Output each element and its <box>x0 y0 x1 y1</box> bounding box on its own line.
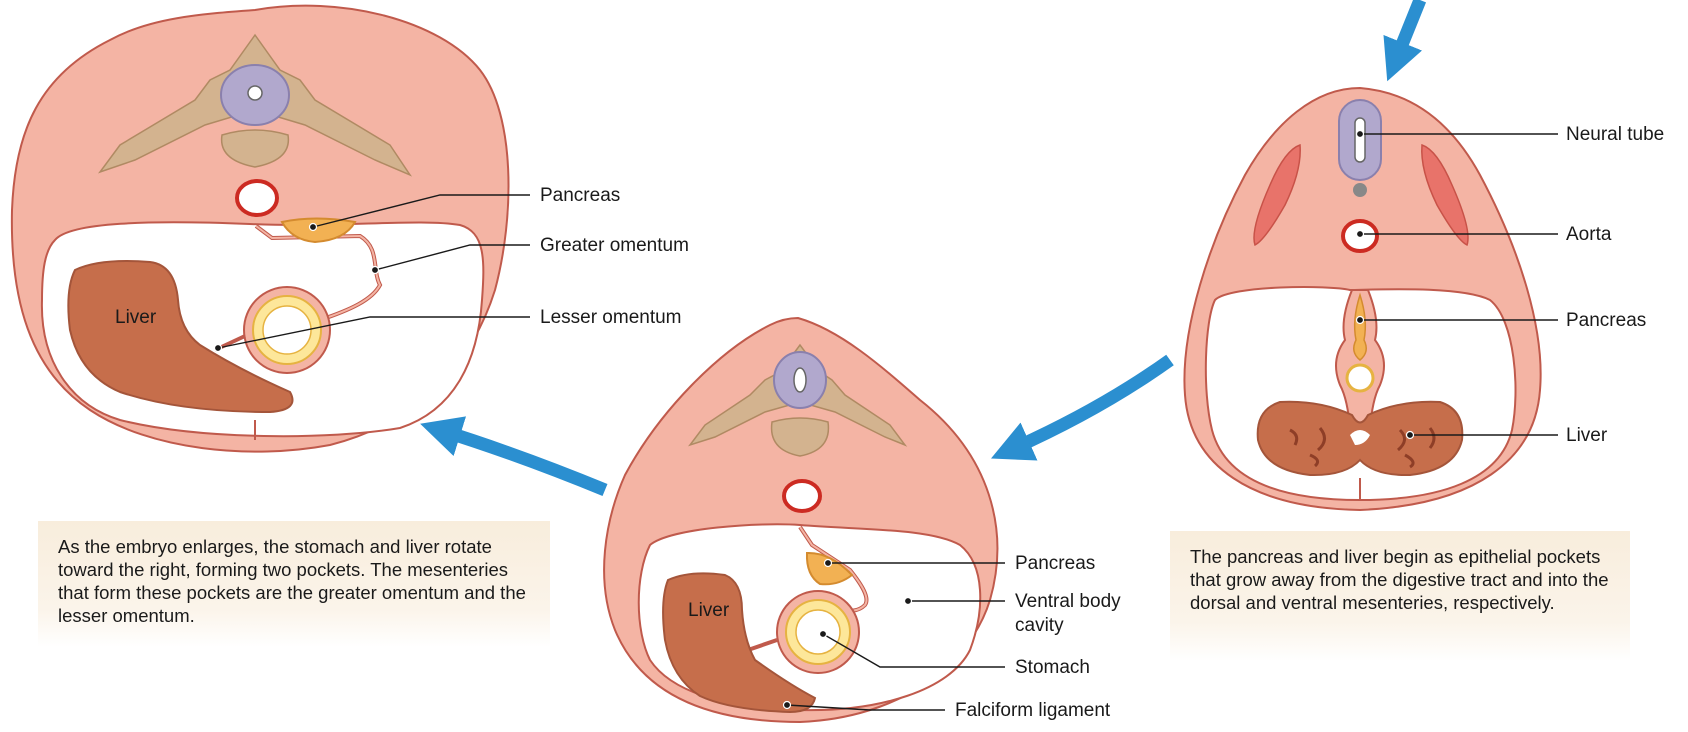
middle-central-canal <box>794 368 806 392</box>
right-neural-tube-dot <box>1357 131 1364 138</box>
left-lesser-omentum-label: Lesser omentum <box>540 307 682 328</box>
arrow-top-down <box>1395 0 1420 62</box>
middle-ventral-body-cavity-line2: cavity <box>1015 615 1064 636</box>
left-lesser-omentum-dot <box>215 345 222 352</box>
middle-ventral-body-cavity-dot <box>905 598 912 605</box>
left-liver-label: Liver <box>115 307 157 328</box>
left-greater-omentum-label: Greater omentum <box>540 235 689 256</box>
middle-pancreas-dot <box>825 560 832 567</box>
left-cross-section <box>12 6 509 452</box>
right-cross-section <box>1184 88 1540 510</box>
left-pancreas-label: Pancreas <box>540 185 620 206</box>
middle-ventral-body-cavity-label: Ventral body cavity <box>1015 591 1126 636</box>
middle-stomach-dot <box>820 631 827 638</box>
right-liver-dot <box>1407 432 1414 439</box>
left-pancreas-dot <box>310 224 317 231</box>
arrow-middle-to-left <box>440 430 605 490</box>
right-pancreas-dot <box>1357 317 1364 324</box>
right-gut-tube <box>1347 365 1373 391</box>
middle-aorta <box>784 481 820 511</box>
middle-falciform-dot <box>784 702 791 709</box>
right-liver-label: Liver <box>1566 425 1608 446</box>
right-neural-canal <box>1355 118 1365 162</box>
left-central-canal <box>248 86 262 100</box>
middle-stomach-label: Stomach <box>1015 657 1090 678</box>
caption-left: As the embryo enlarges, the stomach and … <box>38 521 550 647</box>
middle-cross-section <box>604 318 997 722</box>
middle-stomach-lumen <box>796 610 840 654</box>
right-aorta-label: Aorta <box>1566 224 1612 245</box>
left-aorta <box>237 181 277 215</box>
right-notochord <box>1353 183 1367 197</box>
right-pancreas-label: Pancreas <box>1566 310 1646 331</box>
middle-liver-label: Liver <box>688 600 730 621</box>
caption-left-text: As the embryo enlarges, the stomach and … <box>58 536 526 626</box>
caption-right-text: The pancreas and liver begin as epitheli… <box>1190 546 1609 613</box>
arrow-right-to-middle <box>1010 360 1170 450</box>
middle-falciform-label: Falciform ligament <box>955 700 1111 721</box>
left-greater-omentum-dot <box>372 267 379 274</box>
caption-right: The pancreas and liver begin as epitheli… <box>1170 531 1630 661</box>
middle-pancreas-label: Pancreas <box>1015 553 1095 574</box>
middle-ventral-body-cavity-line1: Ventral body <box>1015 591 1121 612</box>
right-neural-tube-label: Neural tube <box>1566 124 1664 145</box>
right-aorta-dot <box>1357 231 1364 238</box>
